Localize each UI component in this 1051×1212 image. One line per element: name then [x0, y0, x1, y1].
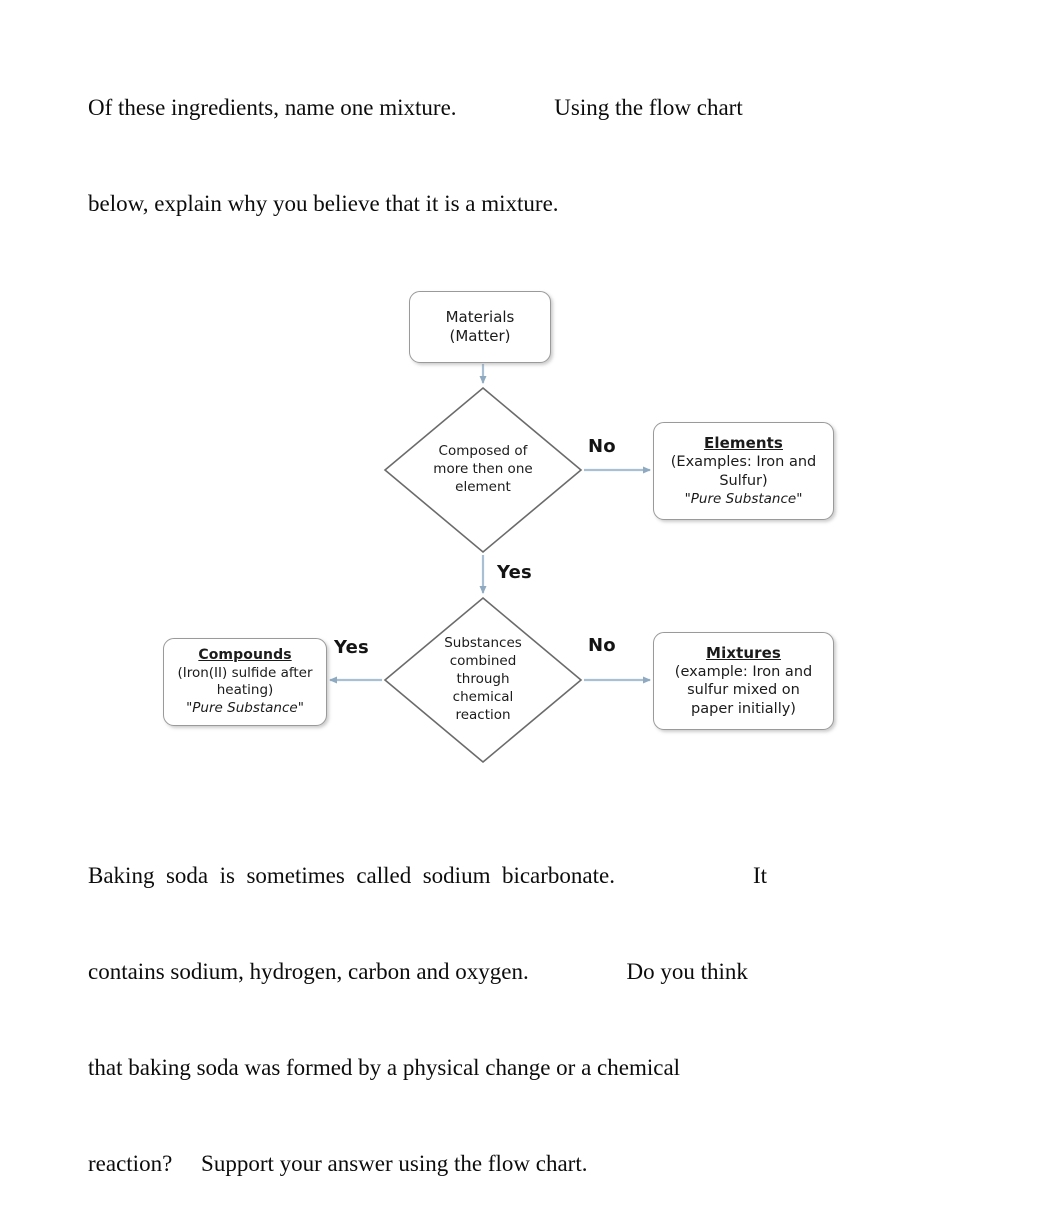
node-mixtures-header: Mixtures [706, 643, 781, 662]
closing-line-3: that baking soda was formed by a physica… [88, 1055, 681, 1080]
node-elements[interactable]: Elements (Examples: Iron and Sulfur) "Pu… [653, 422, 834, 520]
node-materials-line-1: Materials [445, 307, 515, 326]
closing-line-2: contains sodium, hydrogen, carbon and ox… [88, 959, 748, 984]
closing-line-4: reaction? Support your answer using the … [88, 1151, 588, 1176]
decision-composed-of-more-than-one-element[interactable]: Composed of more then one element [383, 386, 583, 554]
edge-label-no-bottom: No [588, 635, 616, 656]
node-compounds-line-2: heating) [216, 682, 274, 699]
node-compounds-line-3: "Pure Substance" [186, 699, 304, 716]
node-materials-line-2: (Matter) [449, 327, 511, 345]
decision-substances-combined-through-chemical-reaction[interactable]: Substances combined through chemical rea… [383, 596, 583, 764]
intro-line-2: below, explain why you believe that it i… [88, 191, 559, 216]
node-materials-matter[interactable]: Materials (Matter) [409, 291, 551, 363]
node-elements-line-2: Sulfur) [719, 472, 768, 489]
edge-label-yes-bottom: Yes [334, 637, 369, 658]
closing-line-1: Baking soda is sometimes called sodium b… [88, 863, 768, 888]
node-mixtures[interactable]: Mixtures (example: Iron and sulfur mixed… [653, 632, 834, 730]
intro-line-1: Of these ingredients, name one mixture. … [88, 95, 743, 120]
closing-paragraph: Baking soda is sometimes called sodium b… [88, 796, 767, 1212]
node-mixtures-line-2: sulfur mixed on [687, 682, 800, 699]
flow-chart-diagram: Materials (Matter) Composed of more then… [0, 265, 1051, 785]
node-mixtures-line-3: paper initially) [691, 700, 796, 717]
edge-label-no-top: No [588, 436, 616, 457]
diamond-shape-2 [383, 596, 583, 764]
edge-label-yes-middle: Yes [497, 562, 532, 583]
node-compounds-header: Compounds [198, 647, 292, 664]
diamond-shape-1 [383, 386, 583, 554]
intro-paragraph: Of these ingredients, name one mixture. … [88, 28, 743, 252]
node-compounds-line-1: (Iron(II) sulfide after [177, 665, 313, 682]
node-elements-header: Elements [704, 434, 783, 453]
node-elements-line-3: "Pure Substance" [684, 490, 803, 507]
node-elements-line-1: (Examples: Iron and [670, 454, 817, 471]
node-mixtures-line-1: (example: Iron and [674, 663, 813, 680]
node-compounds[interactable]: Compounds (Iron(II) sulfide after heatin… [163, 638, 327, 726]
